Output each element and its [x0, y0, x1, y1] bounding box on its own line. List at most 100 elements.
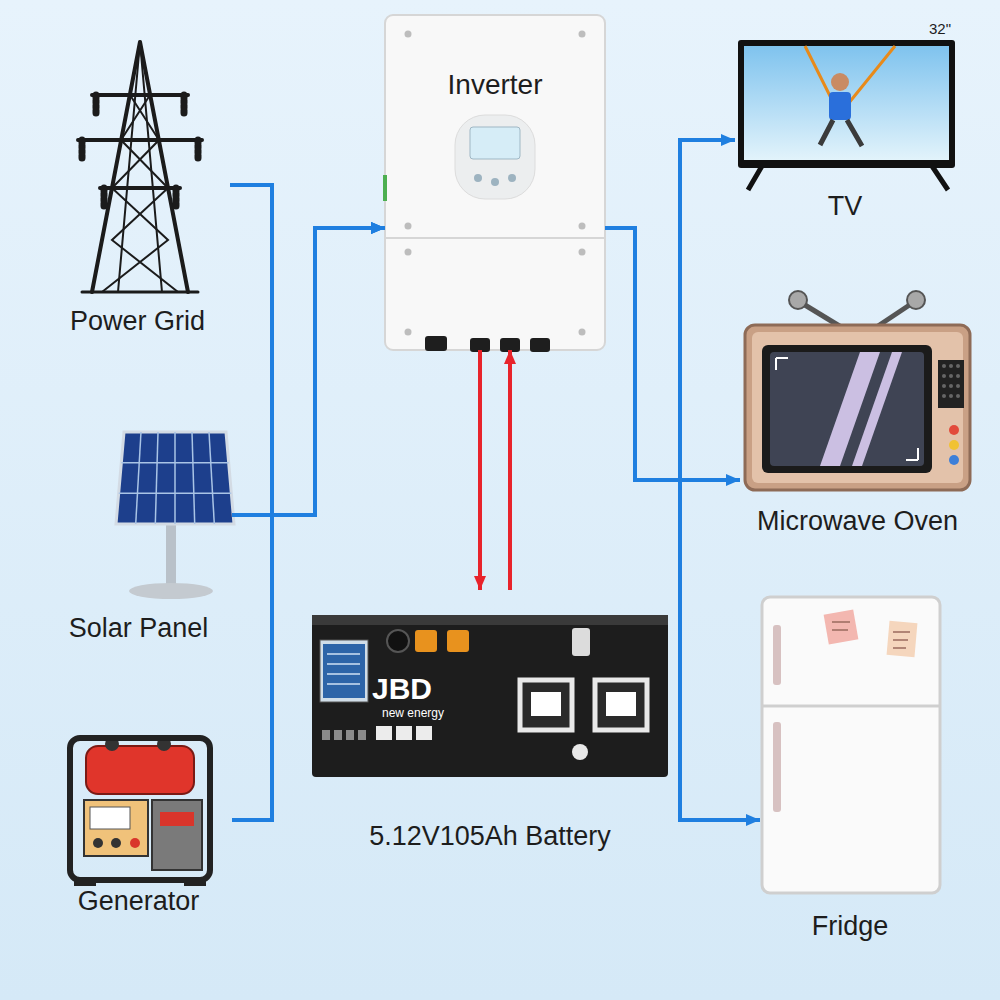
power-source: Solar Panel	[45, 425, 232, 647]
inverter-box: Inverter	[385, 15, 605, 350]
microwave-oven	[789, 291, 807, 309]
generator	[130, 838, 140, 848]
battery-pack	[572, 744, 588, 760]
power-flow-line	[605, 140, 735, 480]
fridge	[773, 625, 781, 685]
battery-pack	[312, 615, 668, 777]
battery-box: 5.12V105Ah Battery	[310, 590, 670, 855]
generator	[70, 737, 210, 886]
fridge	[887, 621, 918, 657]
fridge	[832, 622, 910, 648]
microwave-oven	[907, 291, 925, 309]
inverter-unit	[383, 175, 387, 201]
microwave-oven	[770, 352, 924, 466]
inverter-unit	[470, 127, 520, 159]
solar-panel	[155, 432, 158, 524]
inverter-unit	[425, 336, 447, 351]
solar-panel	[116, 432, 234, 599]
battery-pack	[322, 730, 366, 740]
television	[738, 40, 955, 168]
battery-pack	[376, 726, 432, 740]
television	[744, 46, 949, 160]
brand-logo: JBD	[372, 674, 432, 704]
inverter-unit	[405, 249, 412, 256]
generator	[152, 800, 202, 870]
inverter-unit	[470, 338, 490, 352]
node-label: Fridge	[812, 911, 889, 942]
inverter-unit	[579, 223, 586, 230]
inverter-unit	[474, 174, 482, 182]
inverter-unit	[405, 223, 412, 230]
power-flow-line	[478, 350, 482, 590]
power-tower	[82, 95, 198, 206]
battery-pack	[520, 680, 572, 730]
generator	[111, 838, 121, 848]
fridge	[762, 597, 940, 893]
microwave-oven	[949, 425, 959, 435]
television	[748, 166, 948, 190]
battery-pack	[346, 730, 354, 740]
battery-pack	[447, 630, 469, 652]
inverter-unit	[385, 237, 605, 239]
fridge	[762, 705, 940, 708]
microwave-oven	[942, 394, 946, 398]
solar-panel	[116, 432, 234, 524]
node-label: Microwave Oven	[757, 506, 958, 537]
solar-panel	[121, 462, 228, 464]
inverter-unit	[455, 115, 535, 199]
generator	[86, 746, 194, 794]
load-device: Microwave Oven	[740, 290, 975, 540]
inverter-unit	[530, 338, 550, 352]
battery-pack	[531, 692, 561, 716]
microwave-oven	[942, 364, 960, 398]
microwave-oven	[942, 384, 946, 388]
power-tower	[82, 291, 198, 294]
microwave-oven	[956, 364, 960, 368]
generator	[74, 878, 96, 886]
battery-pack	[416, 726, 432, 740]
microwave-oven	[949, 384, 953, 388]
microwave-oven	[938, 360, 964, 408]
inverter-unit	[579, 249, 586, 256]
microwave-oven	[956, 374, 960, 378]
power-flow-line	[232, 228, 385, 820]
node-label: Generator	[78, 886, 200, 917]
inverter-unit	[405, 31, 412, 38]
inverter-unit	[579, 329, 586, 336]
node-label: Power Grid	[70, 306, 205, 337]
power-source: Generator	[45, 725, 232, 920]
battery-pack	[595, 680, 647, 730]
generator	[90, 807, 130, 829]
battery-pack	[312, 615, 668, 777]
generator	[184, 878, 206, 886]
inverter-unit	[508, 174, 516, 182]
microwave-oven	[752, 332, 963, 483]
microwave-oven	[949, 455, 959, 465]
microwave-oven	[949, 440, 959, 450]
battery-pack	[327, 654, 360, 684]
battery-pack	[327, 673, 360, 675]
solar-panel	[136, 432, 141, 524]
microwave-oven	[942, 364, 946, 368]
microwave-oven	[942, 374, 946, 378]
generator	[70, 738, 210, 880]
microwave-oven	[745, 325, 970, 490]
power-flow-line	[508, 350, 512, 590]
brand-tagline: new energy	[382, 707, 444, 719]
solar-panel	[209, 432, 214, 524]
node-label: Solar Panel	[69, 613, 209, 644]
battery-pack	[327, 683, 360, 685]
inverter-unit	[425, 336, 550, 352]
microwave-oven	[745, 291, 970, 490]
battery-pack	[396, 726, 412, 740]
power-tower	[78, 42, 202, 292]
power-tower	[92, 42, 188, 292]
fridge	[773, 722, 781, 812]
solar-panel	[174, 432, 176, 524]
power-flow-line	[605, 228, 760, 820]
microwave-oven	[949, 394, 953, 398]
inverter-unit	[491, 178, 499, 186]
solar-panel	[166, 524, 176, 588]
load-device: Fridge	[760, 590, 940, 945]
